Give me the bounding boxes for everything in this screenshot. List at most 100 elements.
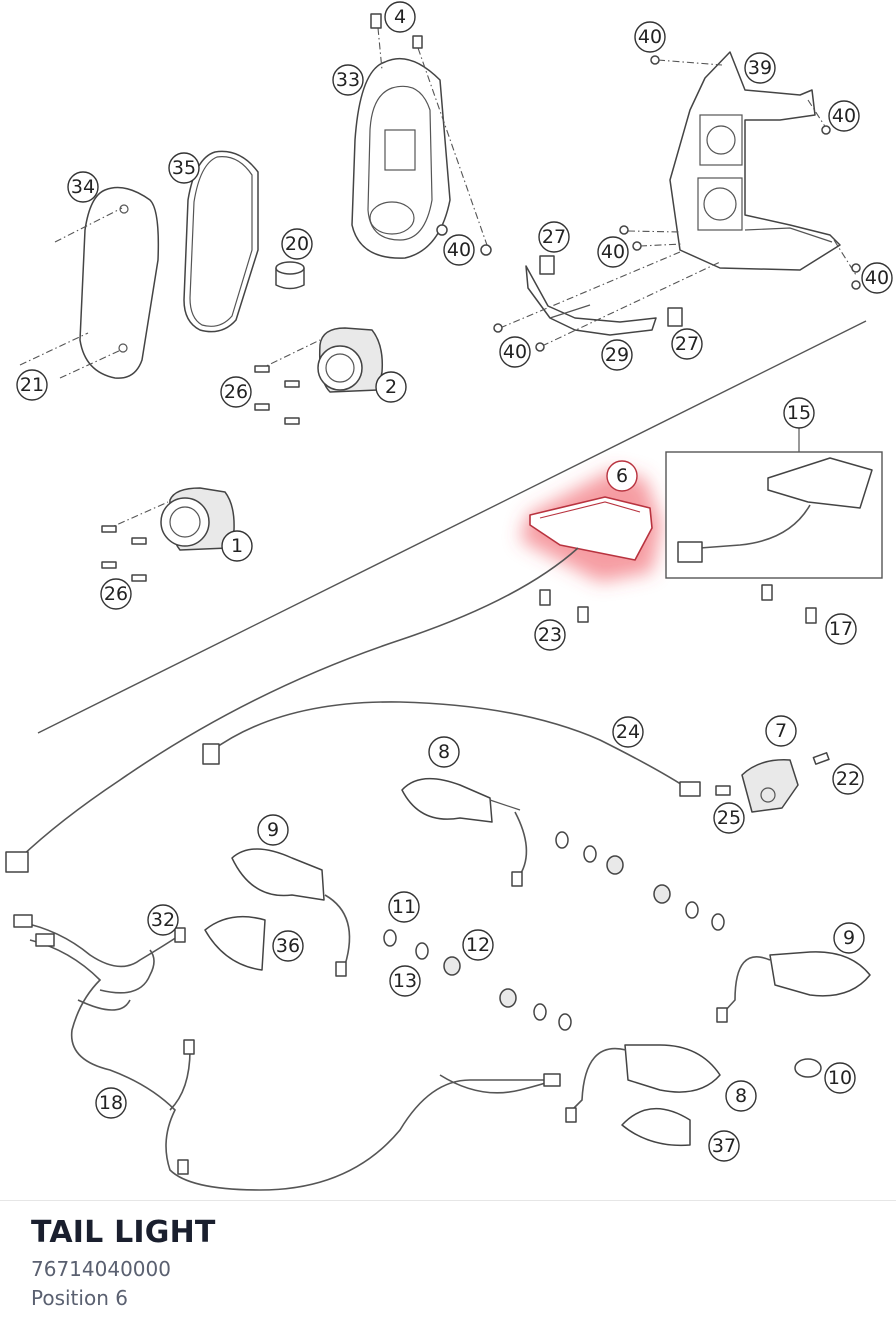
indicator-rear-right[interactable] [716, 951, 871, 1023]
svg-text:12: 12 [466, 934, 490, 956]
svg-text:21: 21 [20, 374, 44, 396]
callout-25: 25 [713, 802, 745, 834]
svg-text:40: 40 [638, 26, 662, 48]
svg-text:33: 33 [336, 69, 360, 91]
svg-text:8: 8 [735, 1085, 747, 1107]
led-unit-upper[interactable] [317, 327, 384, 393]
headlight-lens[interactable] [79, 186, 160, 379]
callout-8-b: 8 [725, 1080, 757, 1112]
indicator-cover-36[interactable] [204, 915, 266, 971]
callout-4: 4 [384, 1, 416, 33]
svg-text:26: 26 [104, 583, 128, 605]
headlight-seal[interactable] [183, 150, 259, 333]
svg-text:40: 40 [865, 267, 889, 289]
callout-9-b: 9 [833, 922, 865, 954]
screws-17[interactable] [761, 584, 817, 624]
lower-bracket[interactable] [525, 265, 657, 336]
callout-8-a: 8 [428, 736, 460, 768]
svg-text:37: 37 [712, 1135, 736, 1157]
indicator-front-right[interactable] [231, 848, 351, 977]
nut-40-right[interactable] [480, 244, 492, 256]
svg-text:40: 40 [503, 341, 527, 363]
callout-15: 15 [783, 397, 815, 429]
led-unit-lower[interactable] [160, 487, 235, 551]
section-divider [37, 320, 867, 734]
callout-10: 10 [824, 1062, 856, 1094]
svg-text:24: 24 [616, 721, 640, 743]
parts-diagram: 4 33 40 39 40 34 35 20 40 27 40 40 40 29… [5, 1, 893, 1191]
nut-40-left[interactable] [436, 224, 448, 236]
callout-26-a: 26 [220, 376, 252, 408]
svg-text:40: 40 [447, 239, 471, 261]
license-plate-light[interactable] [741, 759, 799, 813]
svg-text:36: 36 [276, 935, 300, 957]
svg-text:11: 11 [392, 896, 416, 918]
washers-13[interactable] [415, 845, 699, 1021]
svg-text:23: 23 [538, 624, 562, 646]
part-number: 76714040000 [31, 1257, 171, 1281]
callout-1: 1 [221, 530, 253, 562]
screw-4[interactable] [370, 13, 382, 29]
svg-text:40: 40 [601, 241, 625, 263]
screw-40-top[interactable] [412, 35, 423, 49]
part-position: Position 6 [31, 1286, 128, 1310]
svg-text:39: 39 [748, 57, 772, 79]
clip-27-top[interactable] [539, 255, 555, 275]
tail-light-connector[interactable] [5, 851, 29, 873]
callout-32: 32 [147, 904, 179, 936]
callout-39: 39 [744, 52, 776, 84]
callout-36: 36 [272, 930, 304, 962]
svg-text:27: 27 [675, 333, 699, 355]
wiring-harness[interactable] [13, 914, 561, 1191]
headlight-housing[interactable] [351, 57, 451, 259]
callout-21: 21 [16, 369, 48, 401]
callout-24: 24 [612, 716, 644, 748]
callout-12: 12 [462, 929, 494, 961]
indicator-cover-37[interactable] [621, 1108, 691, 1147]
bulb-25[interactable] [715, 785, 731, 796]
svg-text:6: 6 [616, 465, 628, 487]
svg-text:4: 4 [394, 6, 406, 28]
screws-26-upper[interactable] [254, 365, 300, 425]
svg-text:2: 2 [385, 376, 397, 398]
svg-text:10: 10 [828, 1067, 852, 1089]
nuts-12[interactable] [443, 855, 671, 1008]
callout-27-a: 27 [538, 221, 570, 253]
callout-11: 11 [388, 891, 420, 923]
callout-20: 20 [281, 228, 313, 260]
cap-20[interactable] [275, 261, 305, 290]
screws-26-lower[interactable] [101, 525, 147, 582]
clip-27-bottom[interactable] [667, 307, 683, 327]
callout-9-a: 9 [257, 814, 289, 846]
callout-6: 6 [606, 460, 638, 492]
washers-11[interactable] [383, 831, 725, 1031]
cable-24-connector-right[interactable] [679, 781, 701, 797]
callout-37: 37 [708, 1130, 740, 1162]
screw-22[interactable] [812, 752, 830, 765]
svg-text:9: 9 [843, 927, 855, 949]
cable-24-connector-left[interactable] [202, 743, 220, 765]
callout-2: 2 [375, 371, 407, 403]
callout-29: 29 [601, 339, 633, 371]
svg-text:35: 35 [172, 157, 196, 179]
callout-33: 33 [332, 64, 364, 96]
screws-23[interactable] [539, 589, 589, 623]
callout-40-d: 40 [597, 236, 629, 268]
callout-27-b: 27 [671, 328, 703, 360]
tail-light-variant[interactable] [677, 457, 873, 563]
indicator-rear-left[interactable] [565, 1044, 721, 1123]
tail-light-part[interactable] [529, 496, 653, 561]
bulb-10[interactable] [794, 1058, 822, 1078]
svg-text:9: 9 [267, 819, 279, 841]
svg-text:7: 7 [775, 720, 787, 742]
headlight-bracket[interactable] [669, 51, 841, 271]
callout-18: 18 [95, 1087, 127, 1119]
svg-text:13: 13 [393, 970, 417, 992]
callout-40-b: 40 [828, 100, 860, 132]
callout-34: 34 [67, 171, 99, 203]
indicator-front-left[interactable] [401, 777, 528, 887]
callout-40-f: 40 [499, 336, 531, 368]
callout-40-a: 40 [634, 21, 666, 53]
svg-text:27: 27 [542, 226, 566, 248]
callout-7: 7 [765, 715, 797, 747]
